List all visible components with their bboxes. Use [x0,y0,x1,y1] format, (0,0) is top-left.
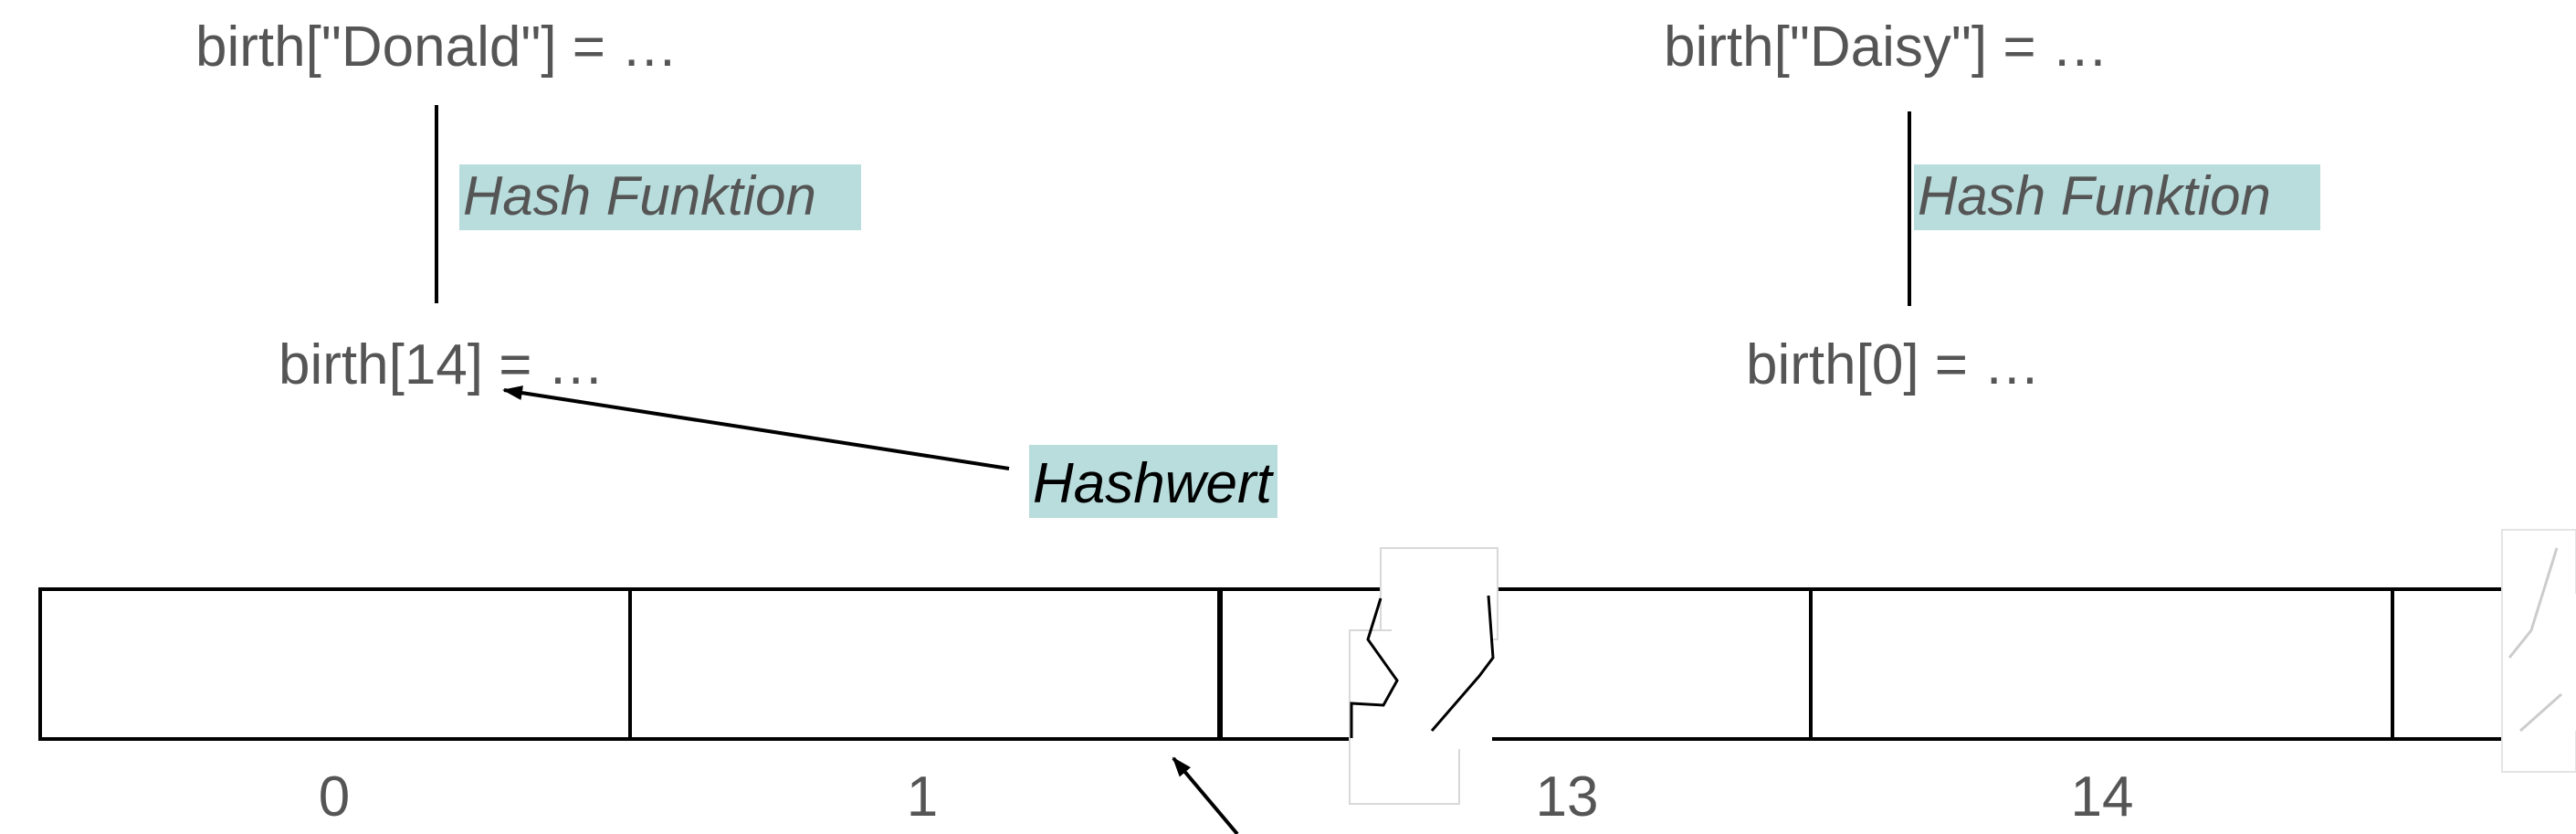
daisy-key-label: birth["Daisy"] = … [1664,16,2108,79]
left-hash-highlight [459,164,861,230]
array-outline [38,587,2576,741]
hashwert-arrow [502,385,1010,470]
array-edge-break [2501,529,2576,773]
hash-function-label-left: Hash Funktion [463,165,816,227]
hashwert-highlight [1029,445,1277,518]
array-index-0: 0 [319,765,350,829]
hash-function-label-right: Hash Funktion [1918,165,2271,227]
bottom-pointer-arrow [1172,756,1239,834]
array-break-symbol [1349,547,1498,805]
hashwert-label: Hashwert [1033,452,1275,515]
donald-index-label: birth[14] = … [279,333,605,396]
array-index-13: 13 [1536,765,1599,829]
right-hash-highlight [1914,164,2320,230]
donald-key-label: birth["Donald"] = … [195,16,678,79]
daisy-index-label: birth[0] = … [1746,333,2040,396]
array-index-14: 14 [2071,765,2134,829]
array-index-1: 1 [907,765,938,829]
